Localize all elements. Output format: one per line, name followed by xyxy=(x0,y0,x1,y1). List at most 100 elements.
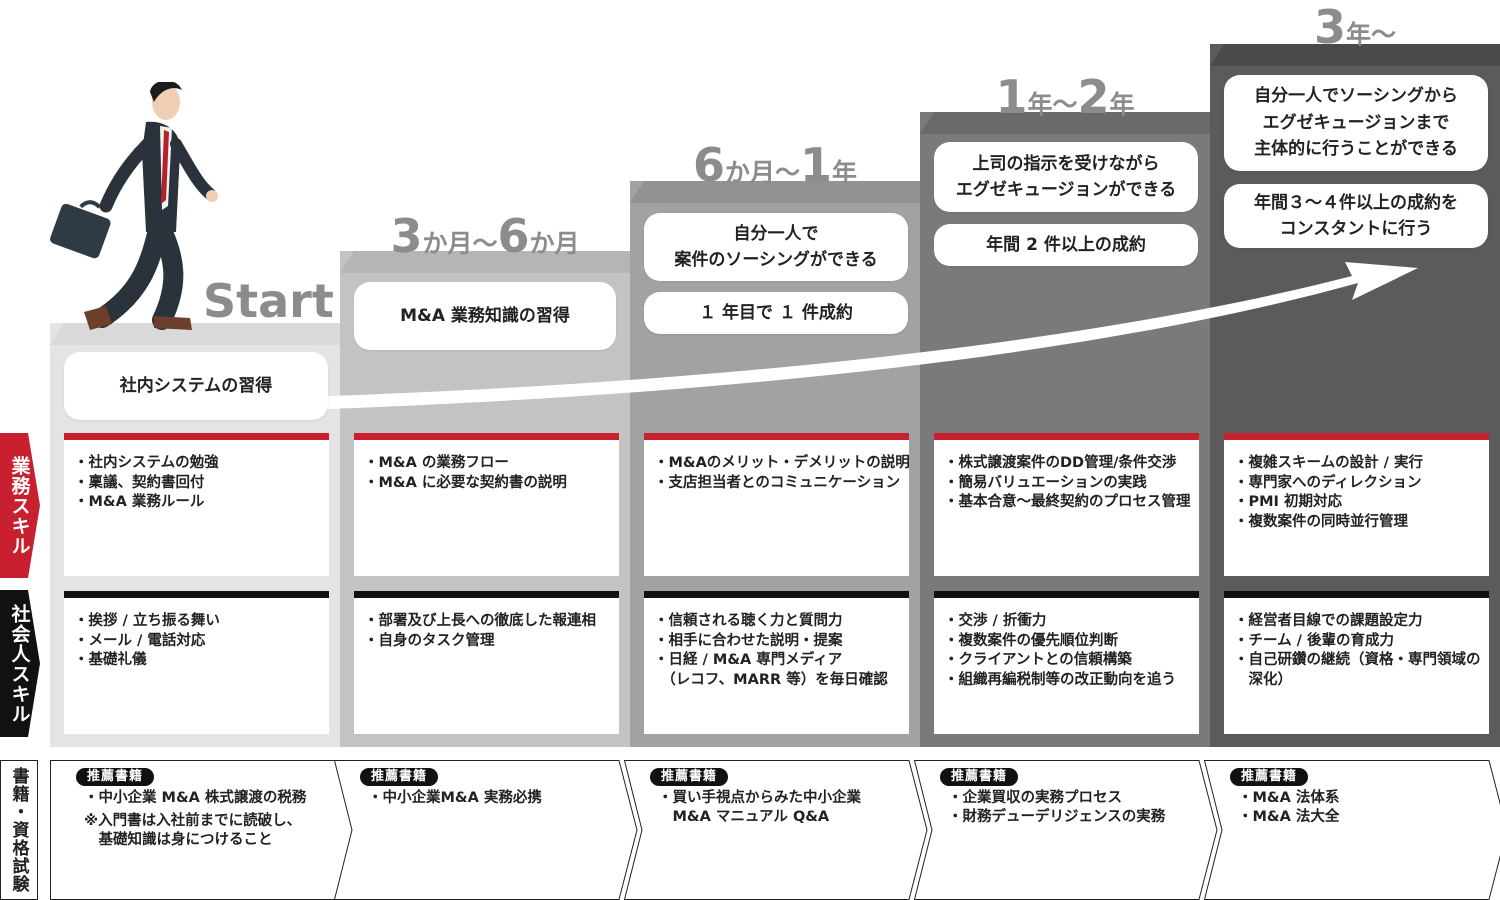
period-u1: 年 xyxy=(1027,90,1053,119)
goal-pill: 自分一人でソーシングから エグゼキュージョンまで 主体的に行うことができる xyxy=(1224,75,1488,171)
skill-item: ・自己研鑽の継続（資格・専門領域の xyxy=(1234,652,1481,668)
book-list: ・企業買収の実務プロセス・財務デューデリジェンスの実務 xyxy=(948,789,1165,827)
period-n1: 1 xyxy=(995,70,1028,124)
social-skill-box: ・挨拶 / 立ち振る舞い・メール / 電話対応・基礎礼儀 xyxy=(64,591,329,734)
period-u2: か月 xyxy=(529,229,580,258)
skill-item: ・交渉 / 折衝力 xyxy=(944,613,1047,629)
social-skill-box: ・交渉 / 折衝力・複数案件の優先順位判断・クライアントとの信頼構築・組織再編税… xyxy=(934,591,1199,734)
book-item: ・M&A 法大全 xyxy=(1238,809,1340,825)
skill-item: ・M&A 業務ルール xyxy=(74,494,205,510)
recommended-books-badge: 推薦書籍 xyxy=(650,768,729,786)
goal-pill: 年間 2 件以上の成約 xyxy=(934,224,1198,266)
stage-period: 6か月～1年 xyxy=(630,142,920,188)
period-u1: か月 xyxy=(422,229,473,258)
skill-item: ・複数案件の優先順位判断 xyxy=(944,632,1118,649)
period-u1: 年 xyxy=(1345,20,1371,49)
stage-top-edge xyxy=(50,323,340,345)
book-list: ・中小企業M&A 実務必携 xyxy=(368,789,542,808)
skill-item: ・相手に合わせた説明・提案 xyxy=(654,632,843,649)
skill-item: ・複雑スキームの設計 / 実行 xyxy=(1234,455,1423,471)
recommended-books-panel: 推薦書籍・中小企業 M&A 株式譲渡の税務 ※入門書は入社前までに読破し、 基礎知… xyxy=(50,760,355,900)
book-item: ・買い手視点からみた中小企業 xyxy=(658,790,861,806)
stage-top-edge xyxy=(340,251,630,273)
stage-period: 3年～ xyxy=(1210,4,1500,50)
period-sep: ～ xyxy=(1371,20,1397,49)
social-skill-box: ・信頼される聴く力と質問力・相手に合わせた説明・提案・日経 / M&A 専門メデ… xyxy=(644,591,909,734)
skill-item: ・組織再編税制等の改正動向を追う xyxy=(944,671,1176,688)
book-item: 基礎知識は身につけること xyxy=(84,832,273,848)
book-item: ・M&A 法体系 xyxy=(1238,790,1340,806)
skill-item: ・PMI 初期対応 xyxy=(1234,494,1342,510)
skill-item: ・M&Aのメリット・デメリットの説明 xyxy=(654,455,910,471)
period-n1: 3 xyxy=(390,209,423,263)
recommended-books-panel: 推薦書籍・企業買収の実務プロセス・財務デューデリジェンスの実務 xyxy=(914,760,1219,900)
stage-top-edge xyxy=(630,181,920,203)
skill-item: ・自身のタスク管理 xyxy=(364,632,495,649)
book-item: ・中小企業M&A 実務必携 xyxy=(368,790,542,806)
skill-item: ・稟議、契約書回付 xyxy=(74,474,205,491)
social-skill-box: ・部署及び上長への徹底した報連相・自身のタスク管理 xyxy=(354,591,619,734)
skill-item: ・専門家へのディレクション xyxy=(1234,474,1422,491)
period-u2: 年 xyxy=(1109,90,1135,119)
goal-pill: M&A 業務知識の習得 xyxy=(354,282,616,350)
book-list: ・M&A 法体系・M&A 法大全 xyxy=(1238,789,1339,827)
skill-item: ・挨拶 / 立ち振る舞い xyxy=(74,613,220,629)
book-item: ・中小企業 M&A 株式譲渡の税務 xyxy=(84,790,307,806)
skill-item: ・株式譲渡案件のDD管理/条件交渉 xyxy=(944,455,1177,471)
recommended-books-badge: 推薦書籍 xyxy=(940,768,1019,786)
period-n1: 3 xyxy=(1313,0,1346,54)
recommended-books-badge: 推薦書籍 xyxy=(76,768,155,786)
skill-item: ・複数案件の同時並行管理 xyxy=(1234,513,1408,530)
goal-pill: 自分一人で 案件のソーシングができる xyxy=(644,213,908,281)
social-skill-box: ・経営者目線での課題設定力・チーム / 後輩の育成力・自己研鑽の継続（資格・専門… xyxy=(1224,591,1489,734)
skill-item: ・チーム / 後輩の育成力 xyxy=(1234,632,1394,649)
business-skill-box: ・M&Aのメリット・デメリットの説明・支店担当者とのコミュニケーション xyxy=(644,433,910,576)
books-label: 書籍・資格試験 xyxy=(0,760,38,900)
skill-item: ・経営者目線での課題設定力 xyxy=(1234,613,1423,629)
goal-pill: 上司の指示を受けながら エグゼキュージョンができる xyxy=(934,142,1198,212)
skill-item: ・簡易バリュエーションの実践 xyxy=(944,474,1147,491)
recommended-books-panel: 推薦書籍・買い手視点からみた中小企業 M&A マニュアル Q&A xyxy=(624,760,929,900)
recommended-books-panel: 推薦書籍・M&A 法体系・M&A 法大全 xyxy=(1204,760,1500,900)
skill-item: ・クライアントとの信頼構築 xyxy=(944,652,1132,668)
period-sep: ～ xyxy=(774,158,800,187)
skill-item: （レコフ、MARR 等）を毎日確認 xyxy=(654,671,888,688)
skill-item: 深化） xyxy=(1234,671,1292,688)
skill-item: ・基礎礼儀 xyxy=(74,652,147,668)
period-n2: 1 xyxy=(800,138,833,192)
business-skill-box: ・M&A の業務フロー・M&A に必要な契約書の説明 xyxy=(354,433,619,576)
skill-item: ・メール / 電話対応 xyxy=(74,632,206,649)
period-n2: 6 xyxy=(497,209,530,263)
period-n2: 2 xyxy=(1077,70,1110,124)
stage-period: 3か月～6か月 xyxy=(340,213,630,259)
recommended-books-badge: 推薦書籍 xyxy=(1230,768,1309,786)
book-list: ・中小企業 M&A 株式譲渡の税務 ※入門書は入社前までに読破し、 基礎知識は身に… xyxy=(84,789,306,850)
stage-top-edge xyxy=(1210,44,1500,66)
skill-item: ・部署及び上長への徹底した報連相 xyxy=(364,613,596,629)
book-item: M&A マニュアル Q&A xyxy=(658,809,830,825)
goal-pill: 社内システムの習得 xyxy=(64,352,328,420)
book-item: ※入門書は入社前までに読破し、 xyxy=(84,813,302,829)
skill-item: ・基本合意～最終契約のプロセス管理 xyxy=(944,494,1191,510)
recommended-books-badge: 推薦書籍 xyxy=(360,768,439,786)
goal-pill: 年間３～４件以上の成約を コンスタントに行う xyxy=(1224,184,1488,248)
book-item: ・財務デューデリジェンスの実務 xyxy=(948,809,1166,825)
period-sep: ～ xyxy=(1052,90,1078,119)
book-item: ・企業買収の実務プロセス xyxy=(948,790,1122,806)
period-sep: ～ xyxy=(472,229,498,258)
skill-item: ・信頼される聴く力と質問力 xyxy=(654,613,843,629)
business-skill-box: ・株式譲渡案件のDD管理/条件交渉・簡易バリュエーションの実践・基本合意～最終契… xyxy=(934,433,1199,576)
skill-item: ・M&A の業務フロー xyxy=(364,455,509,471)
stage-period: 1年～2年 xyxy=(920,74,1210,120)
skill-item: ・支店担当者とのコミュニケーション xyxy=(654,474,901,491)
running-businessman-icon xyxy=(50,82,218,330)
period-u2: 年 xyxy=(832,158,858,187)
skill-item: ・M&A に必要な契約書の説明 xyxy=(364,474,567,491)
skill-item: ・社内システムの勉強 xyxy=(74,455,219,471)
business-skill-box: ・複雑スキームの設計 / 実行・専門家へのディレクション・PMI 初期対応・複数… xyxy=(1224,433,1489,576)
book-list: ・買い手視点からみた中小企業 M&A マニュアル Q&A xyxy=(658,789,861,827)
start-label: Start xyxy=(203,274,334,328)
goal-pill: １ 年目で １ 件成約 xyxy=(644,292,908,334)
period-n1: 6 xyxy=(692,138,725,192)
